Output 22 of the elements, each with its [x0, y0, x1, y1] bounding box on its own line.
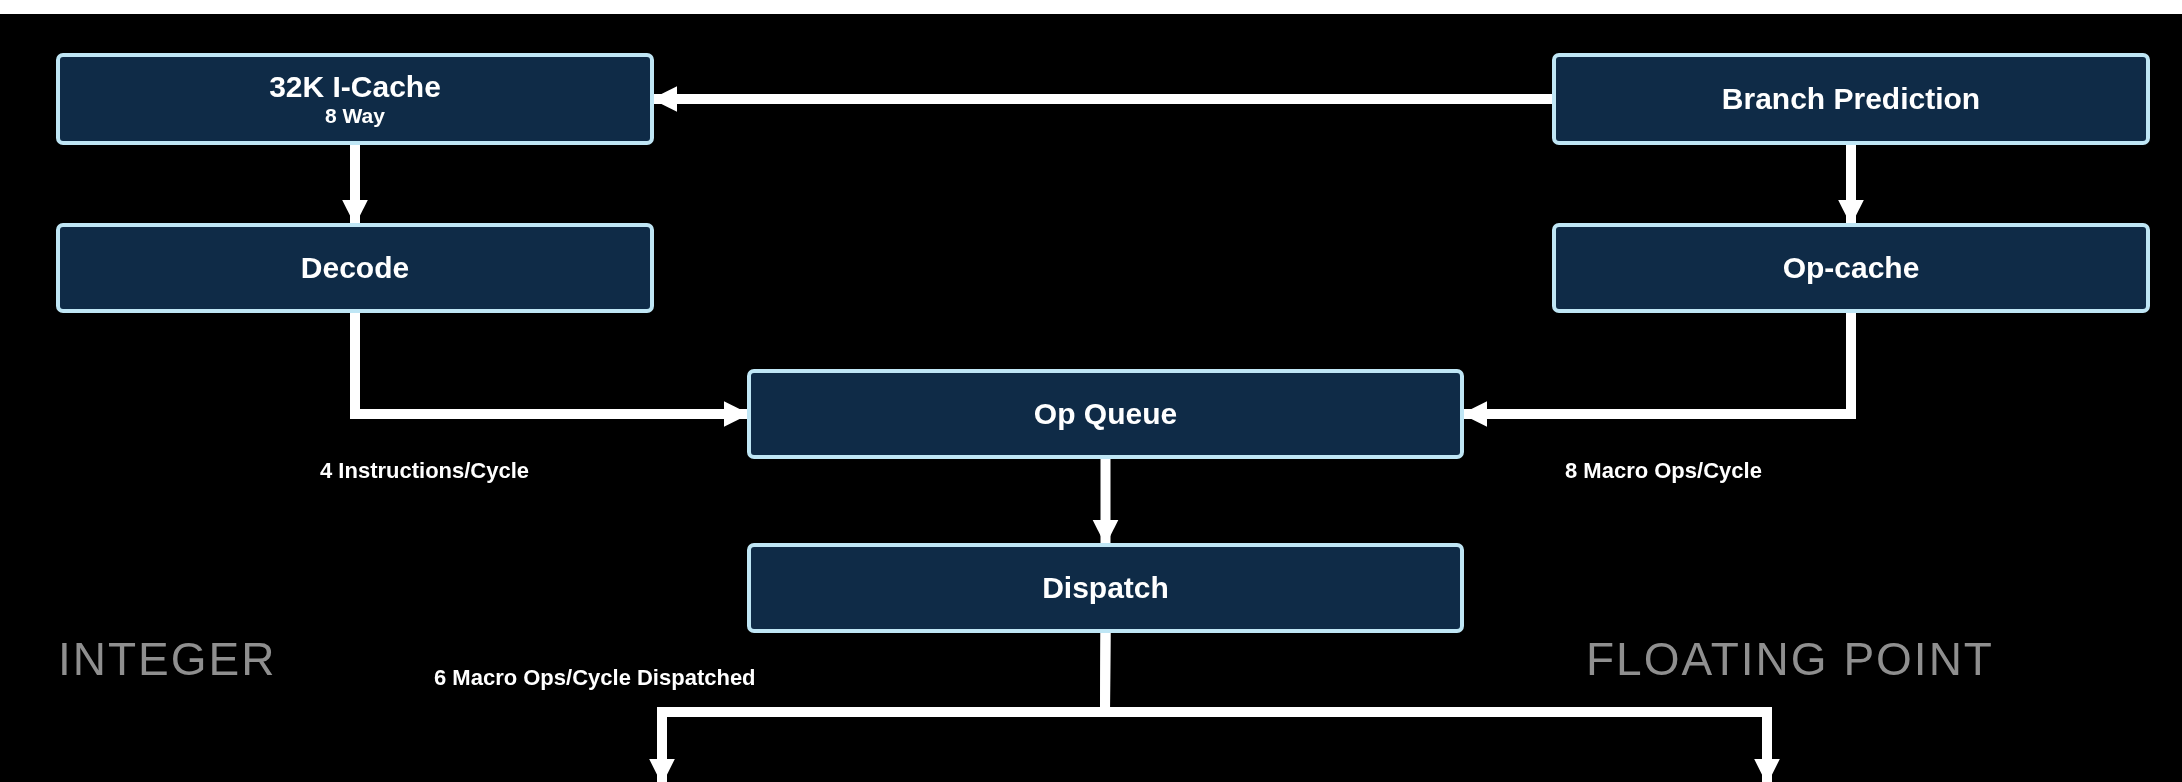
arrow	[342, 145, 368, 226]
box-title: Branch Prediction	[1721, 81, 1981, 117]
arrow	[1092, 459, 1119, 546]
box-title: Decode	[300, 250, 410, 286]
process-box	[1552, 223, 2150, 313]
throughput-note: 6 Macro Ops/Cycle Dispatched	[434, 665, 756, 691]
process-box	[56, 223, 654, 313]
arrow	[1838, 145, 1864, 226]
box-title: Op-cache	[1782, 250, 1920, 286]
throughput-note: 8 Macro Ops/Cycle	[1565, 458, 1762, 484]
process-box	[747, 369, 1464, 459]
section-heading: INTEGER	[58, 632, 277, 686]
process-box	[56, 53, 654, 145]
process-box	[1552, 53, 2150, 145]
section-heading: FLOATING POINT	[1586, 632, 1994, 686]
throughput-note: 4 Instructions/Cycle	[320, 458, 530, 484]
arrow	[1099, 632, 1780, 782]
box-subtitle: 8 Way	[325, 104, 385, 129]
box-title: 32K I-Cache	[269, 69, 441, 105]
box-title: Dispatch	[1042, 570, 1169, 606]
box-title: Op Queue	[1033, 396, 1178, 432]
process-box	[747, 543, 1464, 633]
